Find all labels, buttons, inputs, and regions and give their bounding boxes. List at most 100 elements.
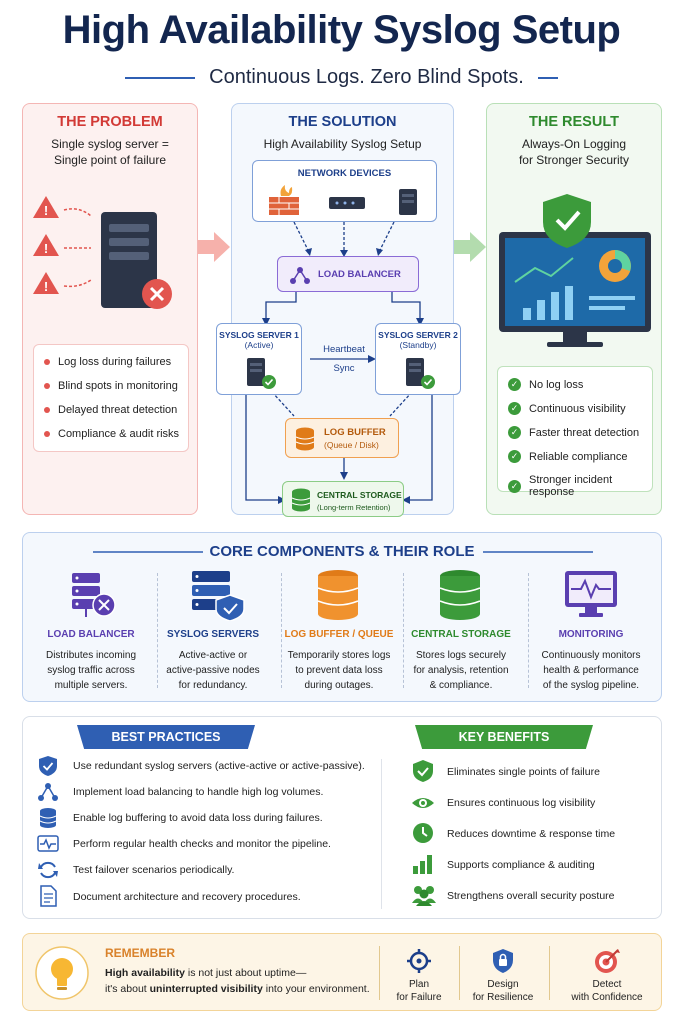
refresh-icon bbox=[38, 861, 58, 879]
component-title: LOAD BALANCER bbox=[47, 629, 135, 640]
best-practice-item: Document architecture and recovery proce… bbox=[73, 891, 301, 903]
clock-icon bbox=[413, 823, 433, 843]
component-desc: Stores logs securely for analysis, reten… bbox=[413, 650, 509, 691]
component-title: SYSLOG SERVERS bbox=[166, 629, 260, 640]
column-divider bbox=[381, 759, 382, 909]
column-separator bbox=[157, 573, 158, 688]
problem-bullet: Delayed threat detection bbox=[44, 404, 177, 416]
check-icon: ✓ bbox=[508, 450, 521, 463]
central-storage-icon bbox=[291, 488, 311, 512]
design-for-resilience: Design for Resilience bbox=[463, 948, 543, 1004]
monitor-icon bbox=[499, 232, 651, 347]
result-bullet: ✓Faster threat detection bbox=[508, 426, 639, 439]
result-bullet: ✓Reliable compliance bbox=[508, 450, 627, 463]
column-separator bbox=[281, 573, 282, 688]
result-subtitle-1: Always-On Logging bbox=[521, 137, 627, 151]
network-devices-icons bbox=[269, 185, 417, 215]
result-panel: THE RESULT Always-On Logging for Stronge… bbox=[486, 103, 662, 515]
server-icon bbox=[101, 212, 157, 308]
health-monitor-icon bbox=[37, 835, 59, 852]
shield-check-icon bbox=[39, 756, 57, 776]
switch-icon bbox=[329, 197, 365, 209]
core-components-title: CORE COMPONENTS & THEIR ROLE bbox=[209, 543, 475, 560]
firewall-icon bbox=[269, 185, 299, 215]
component-syslog-servers: SYSLOG SERVERS Active-active or active-p… bbox=[153, 569, 273, 693]
problem-bullet: Log loss during failures bbox=[44, 356, 171, 368]
server-standby-icon bbox=[406, 358, 435, 389]
check-icon: ✓ bbox=[508, 479, 521, 493]
lightbulb-icon bbox=[35, 946, 89, 1000]
core-title-rules bbox=[93, 551, 593, 553]
log-buffer-box: LOG BUFFER (Queue / Disk) bbox=[285, 418, 399, 458]
server-1-state: (Active) bbox=[244, 340, 274, 350]
dashboard-illustration bbox=[499, 194, 651, 347]
heartbeat-label: Heartbeat bbox=[323, 344, 365, 355]
component-desc: Distributes incoming syslog traffic acro… bbox=[45, 650, 137, 691]
target-detect-icon bbox=[595, 949, 620, 973]
bullet-dot bbox=[44, 383, 50, 389]
remember-separator bbox=[549, 946, 550, 1000]
problem-subtitle-1: Single syslog server = bbox=[51, 137, 169, 151]
shield-check-icon bbox=[543, 194, 591, 248]
result-bullet: ✓No log loss bbox=[508, 378, 583, 391]
component-desc: Temporarily stores logs to prevent data … bbox=[287, 650, 391, 691]
target-plan-icon bbox=[407, 949, 431, 973]
shield-check-icon bbox=[413, 760, 433, 782]
network-icon bbox=[38, 783, 58, 801]
component-desc: Active-active or active-passive nodes fo… bbox=[166, 650, 260, 691]
central-storage-icon bbox=[439, 570, 481, 620]
database-icon bbox=[39, 808, 57, 828]
problem-panel: THE PROBLEM Single syslog server = Singl… bbox=[22, 103, 198, 515]
best-practice-item: Use redundant syslog servers (active-act… bbox=[73, 760, 365, 772]
divider-right bbox=[537, 76, 558, 79]
solution-panel: THE SOLUTION High Availability Syslog Se… bbox=[216, 103, 461, 517]
remember-text: High availability is not just about upti… bbox=[105, 967, 370, 995]
remember-separator bbox=[379, 946, 380, 1000]
central-storage-title: CENTRAL STORAGE bbox=[317, 490, 402, 500]
shield-lock-icon bbox=[493, 949, 513, 973]
solution-title: THE SOLUTION bbox=[288, 114, 397, 130]
detect-with-confidence: Detect with Confidence bbox=[567, 948, 647, 1004]
component-title: CENTRAL STORAGE bbox=[411, 629, 511, 640]
problem-bullet: Blind spots in monitoring bbox=[44, 380, 178, 392]
result-bullet: ✓Continuous visibility bbox=[508, 402, 626, 415]
load-balancer-icon bbox=[72, 573, 116, 617]
syslog-servers-icon bbox=[192, 571, 245, 621]
warning-icon: ! bbox=[33, 196, 59, 218]
component-central-storage: CENTRAL STORAGE Stores logs securely for… bbox=[401, 569, 521, 693]
key-benefit-item: Eliminates single points of failure bbox=[447, 766, 600, 778]
central-storage-sub: (Long-term Retention) bbox=[317, 503, 391, 512]
problem-bullet-list: Log loss during failures Blind spots in … bbox=[33, 344, 189, 452]
bullet-dot bbox=[44, 407, 50, 413]
load-balancer-label: LOAD BALANCER bbox=[318, 269, 401, 280]
server-icon bbox=[399, 189, 417, 215]
architecture-connectors bbox=[245, 221, 433, 504]
solution-subtitle: High Availability Syslog Setup bbox=[263, 137, 422, 151]
result-title: THE RESULT bbox=[529, 114, 619, 130]
key-benefits-title: KEY BENEFITS bbox=[415, 725, 593, 749]
document-icon bbox=[40, 885, 57, 907]
key-benefit-item: Reduces downtime & response time bbox=[447, 828, 616, 840]
load-balancer-box: LOAD BALANCER bbox=[277, 256, 419, 292]
server-2-title: SYSLOG SERVER 2 bbox=[378, 330, 458, 340]
load-balancer-icon bbox=[290, 267, 310, 284]
check-icon: ✓ bbox=[508, 378, 521, 391]
result-bullet: ✓Stronger incident response bbox=[508, 474, 652, 498]
remember-panel: REMEMBER High availability is not just a… bbox=[22, 933, 662, 1011]
warning-icon: ! bbox=[33, 272, 59, 294]
key-benefit-item: Strengthens overall security posture bbox=[447, 890, 615, 902]
bar-chart-icon bbox=[413, 855, 432, 874]
log-buffer-icon bbox=[295, 427, 315, 451]
eye-icon bbox=[412, 798, 434, 808]
svg-text:!: ! bbox=[44, 279, 48, 294]
best-practice-item: Test failover scenarios periodically. bbox=[73, 864, 235, 876]
bullet-dot bbox=[44, 431, 50, 437]
best-practice-item: Perform regular health checks and monito… bbox=[73, 838, 331, 850]
component-monitoring: MONITORING Continuously monitors health … bbox=[531, 569, 651, 693]
best-practice-item: Enable log buffering to avoid data loss … bbox=[73, 812, 323, 824]
best-practice-item: Implement load balancing to handle high … bbox=[73, 786, 324, 798]
column-separator bbox=[403, 573, 404, 688]
arrow-right-icon bbox=[454, 232, 486, 262]
remember-title: REMEMBER bbox=[105, 946, 176, 960]
result-bullet-list: ✓No log loss ✓Continuous visibility ✓Fas… bbox=[497, 366, 653, 498]
